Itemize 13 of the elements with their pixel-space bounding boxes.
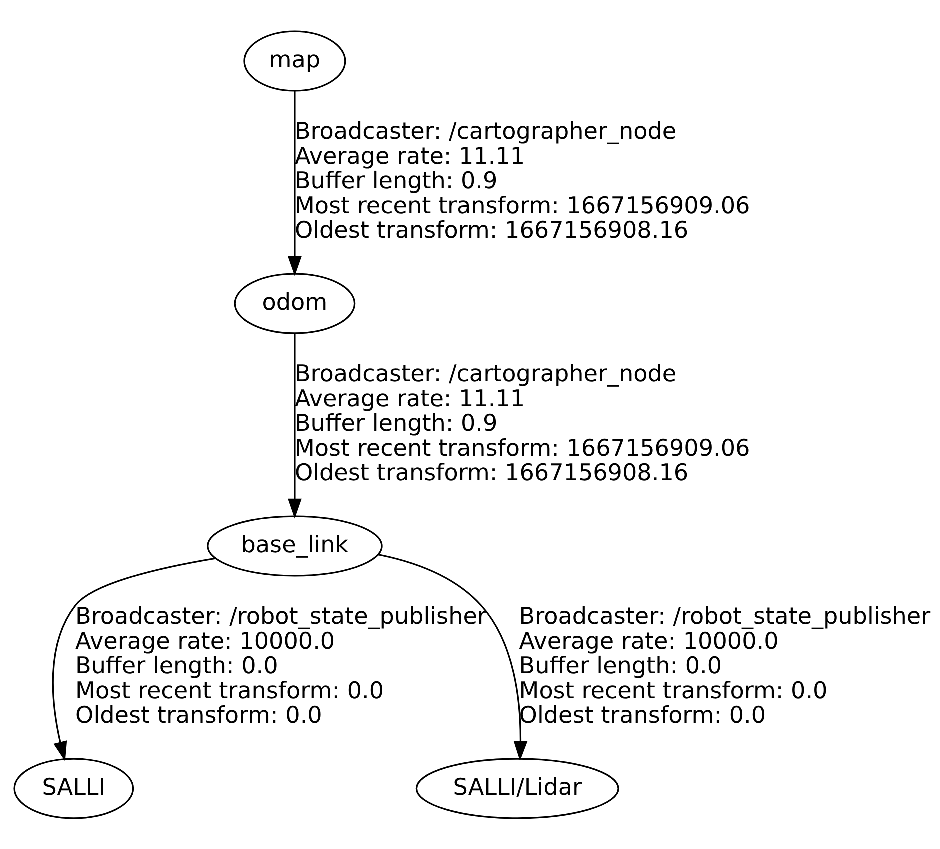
arrow bbox=[288, 333, 302, 518]
node-ellipse: base_link bbox=[207, 515, 383, 576]
node-ellipse: SALLI bbox=[14, 758, 134, 819]
arrow bbox=[52, 557, 216, 762]
node-ellipse: SALLI/Lidar bbox=[416, 758, 620, 819]
edge-label: Broadcaster: /cartographer_node Average rate: 11.11 Buffer length: 0.9 Most recent transform: 1667156909.06 Oldest transform: 1667156908.16 bbox=[294, 118, 750, 244]
edge-label: Broadcaster: /cartographer_node Average rate: 11.11 Buffer length: 0.9 Most recent transform: 1667156909.06 Oldest transform: 1667156908.16 bbox=[294, 361, 750, 486]
arrow bbox=[288, 90, 302, 276]
arrow bbox=[378, 554, 528, 761]
node-ellipse: odom bbox=[234, 272, 356, 334]
edge-label: Broadcaster: /robot_state_publisher Average rate: 10000.0 Buffer length: 0.0 Most recent transform: 0.0 Oldest transform: 0.0 bbox=[76, 604, 487, 729]
node-ellipse: map bbox=[244, 30, 346, 92]
edge-label: Broadcaster: /robot_state_publisher Average rate: 10000.0 Buffer length: 0.0 Most recent transform: 0.0 Oldest transform: 0.0 bbox=[519, 604, 931, 729]
